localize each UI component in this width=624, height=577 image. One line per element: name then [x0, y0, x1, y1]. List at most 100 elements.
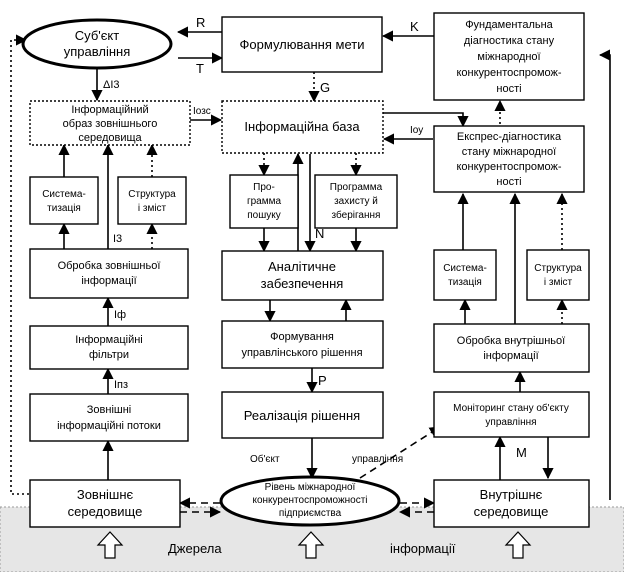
text-line: Аналітичне: [268, 259, 336, 274]
edge-label-iozs: Iозс: [193, 106, 211, 117]
text-line: Зовнішні: [87, 404, 131, 416]
text-line: міжнародної: [477, 51, 540, 63]
text-line: пошуку: [247, 210, 281, 221]
text-line: інформації: [483, 350, 538, 362]
node-system-right: Система- тизація: [433, 249, 497, 301]
text-line: забезпечення: [261, 276, 344, 291]
node-ext-env: Зовнішнє середовище: [29, 479, 181, 528]
text-line: грамма: [247, 196, 282, 207]
edge-label-in3: Iпз: [114, 379, 128, 391]
text-line: конкурентоспромож-: [456, 161, 561, 173]
node-analytic: Аналітичне забезпечення: [221, 250, 384, 301]
node-struct-right: Структура і зміст: [526, 249, 590, 301]
text-line: Система-: [42, 189, 86, 200]
text-line: тизація: [448, 277, 482, 288]
edge-label-management: управління: [352, 454, 403, 465]
edge-label-object: Об'єкт: [250, 453, 280, 465]
edge-label-g: G: [320, 80, 330, 95]
source-arrows: [96, 531, 532, 559]
footer-information-label: інформації: [390, 541, 456, 556]
edge-label-m: M: [516, 445, 527, 460]
text-line: підприємства: [279, 508, 342, 519]
text-line: ності: [496, 83, 521, 95]
text-line: Експрес-діагностика: [457, 131, 562, 143]
text-line: Формулювання мети: [240, 37, 365, 52]
text-line: управлінського рішення: [241, 347, 362, 359]
text-line: і зміст: [138, 203, 167, 214]
text-line: Інформаційні: [75, 334, 143, 346]
text-line: тизація: [47, 203, 81, 214]
node-protect-prog: Программа захисту й зберігання: [314, 174, 398, 229]
node-system-left: Система- тизація: [29, 176, 99, 225]
edge-label-t: T: [196, 61, 204, 76]
footer-sources-label: Джерела: [168, 541, 222, 556]
edge-label-iph: Iф: [114, 309, 126, 321]
text-line: Інформаційний: [71, 104, 148, 116]
source-arrow-icon: [504, 531, 532, 559]
edge-label-r: R: [196, 15, 205, 30]
text-line: Інформаційна база: [244, 119, 360, 134]
text-line: середовище: [474, 504, 549, 519]
text-line: образ зовнішнього: [63, 118, 158, 130]
text-line: управління: [64, 44, 130, 59]
text-line: Моніторинг стану об'єкту: [453, 402, 569, 414]
node-struct-left: Структура і зміст: [117, 176, 187, 225]
text-line: стану міжнародної: [462, 146, 556, 158]
text-line: фільтри: [89, 349, 129, 361]
text-line: Структура: [128, 189, 176, 200]
text-line: Фундаментальна: [465, 19, 553, 31]
connectors: [10, 26, 611, 518]
text-line: Обробка внутрішньої: [457, 335, 565, 347]
text-line: середовище: [68, 504, 143, 519]
text-line: Обробка зовнішньої: [58, 260, 161, 272]
node-fund-diag: Фундаментальна діагностика стану міжнаро…: [433, 12, 585, 101]
text-line: Зовнішнє: [77, 487, 134, 502]
svg-text:Суб'єкт: Суб'єкт: [75, 28, 119, 43]
text-line: діагностика стану: [464, 35, 555, 47]
source-arrow-icon: [96, 531, 124, 559]
text-line: інформаційні потоки: [57, 420, 161, 432]
node-decision-impl: Реалізація рішення: [221, 391, 384, 439]
node-int-env: Внутрішнє середовище: [433, 479, 590, 528]
node-monitoring: Моніторинг стану об'єкту управління: [433, 391, 590, 438]
text-line: Система-: [443, 263, 487, 274]
edge-label-p: P: [318, 373, 327, 388]
node-level: Рівень міжнародної конкурентоспроможност…: [219, 475, 401, 527]
text-line: конкурентоспромож-: [456, 67, 561, 79]
svg-text:управління: управління: [64, 44, 130, 59]
text-line: Структура: [534, 263, 582, 274]
edge-label-i3: I3: [113, 233, 122, 245]
text-line: Суб'єкт: [75, 28, 119, 43]
source-arrow-icon: [297, 531, 325, 559]
text-line: зберігання: [332, 209, 381, 221]
text-line: Формування: [270, 331, 334, 343]
text-line: Программа: [330, 182, 383, 193]
node-subject: Суб'єкт управління: [21, 18, 173, 70]
text-line: Рівень міжнародної: [265, 482, 356, 493]
text-line: захисту й: [334, 196, 378, 207]
node-express-diag: Експрес-діагностика стану міжнародної ко…: [433, 125, 585, 193]
text-line: Внутрішнє: [480, 487, 543, 502]
node-search-prog: Про- грамма пошуку: [229, 174, 299, 229]
text-line: управління: [485, 417, 536, 428]
text-line: Реалізація рішення: [244, 408, 360, 423]
text-line: інформації: [81, 275, 136, 287]
node-info-base: Інформаційна база: [221, 100, 384, 154]
edge-labels: R T K G ΔI3 Iозс Iоу I3 N Iф Iпз P M Об'…: [103, 15, 527, 465]
node-info-image: Інформаційний образ зовнішнього середови…: [29, 100, 191, 146]
node-ext-processing: Обробка зовнішньої інформації: [29, 248, 189, 299]
edge-label-k: K: [410, 19, 419, 34]
text-line: ності: [496, 176, 521, 188]
edge-label-n: N: [315, 226, 324, 241]
text-line: Про-: [253, 182, 275, 193]
node-goal: Формулювання мети: [221, 16, 383, 73]
node-info-filters: Інформаційні фільтри: [29, 325, 189, 370]
node-int-processing: Обробка внутрішньої інформації: [433, 323, 590, 373]
text-line: середовища: [78, 132, 142, 144]
node-ext-flows: Зовнішні інформаційні потоки: [29, 393, 189, 442]
edge-label-ioy: Iоу: [410, 125, 423, 136]
node-decision-form: Формування управлінського рішення: [221, 320, 384, 369]
edge-label-di3: ΔI3: [103, 79, 120, 91]
